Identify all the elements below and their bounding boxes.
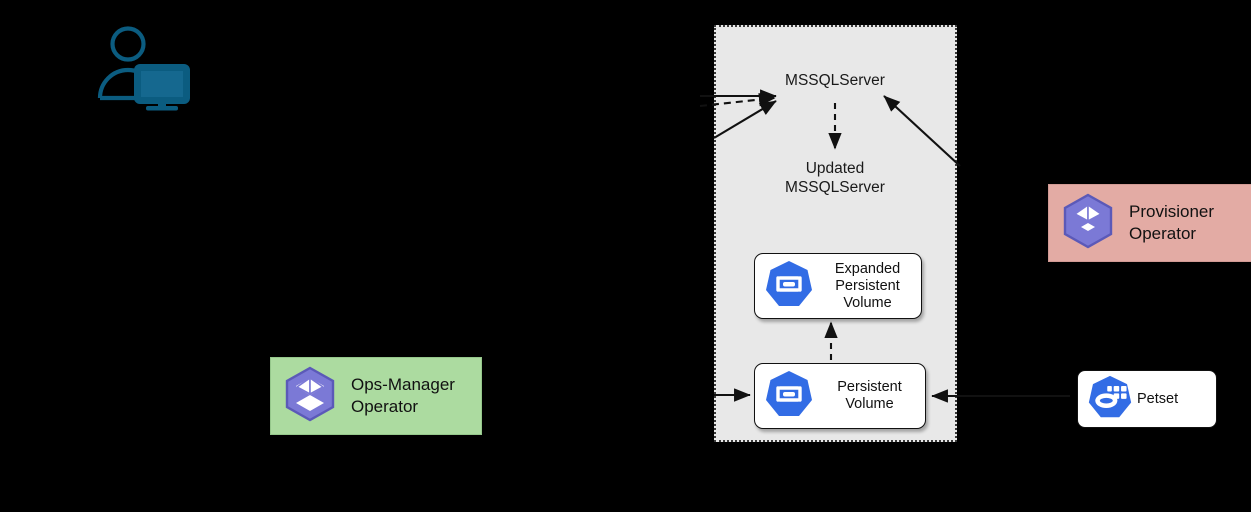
expanded-persistent-volume-label: Expanded Persistent Volume [834,260,901,311]
k8s-petset-icon [1087,374,1133,425]
provisioner-operator-box[interactable]: Provisioner Operator [1048,184,1251,262]
expanded-persistent-volume-node[interactable]: Expanded Persistent Volume [754,253,922,319]
k8s-persistent-volume-icon [764,259,814,314]
k8s-persistent-volume-icon [764,369,814,424]
user-at-computer-icon [96,26,192,114]
persistent-volume-node[interactable]: Persistent Volume [754,363,926,429]
updated-mssqlserver-label: Updated MSSQLServer [785,160,885,196]
operator-cube-icon [1059,192,1117,255]
ops-manager-operator-box[interactable]: Ops-Manager Operator [270,357,482,435]
persistent-volume-label: Persistent Volume [837,379,902,412]
petset-label: Petset [1137,390,1179,407]
ops-manager-operator-label: Ops-Manager Operator [351,375,455,416]
operator-cube-icon [281,365,339,428]
provisioner-operator-label: Provisioner Operator [1129,202,1215,243]
petset-node[interactable]: Petset [1077,370,1217,428]
mssqlserver-label: MSSQLServer [785,72,885,89]
